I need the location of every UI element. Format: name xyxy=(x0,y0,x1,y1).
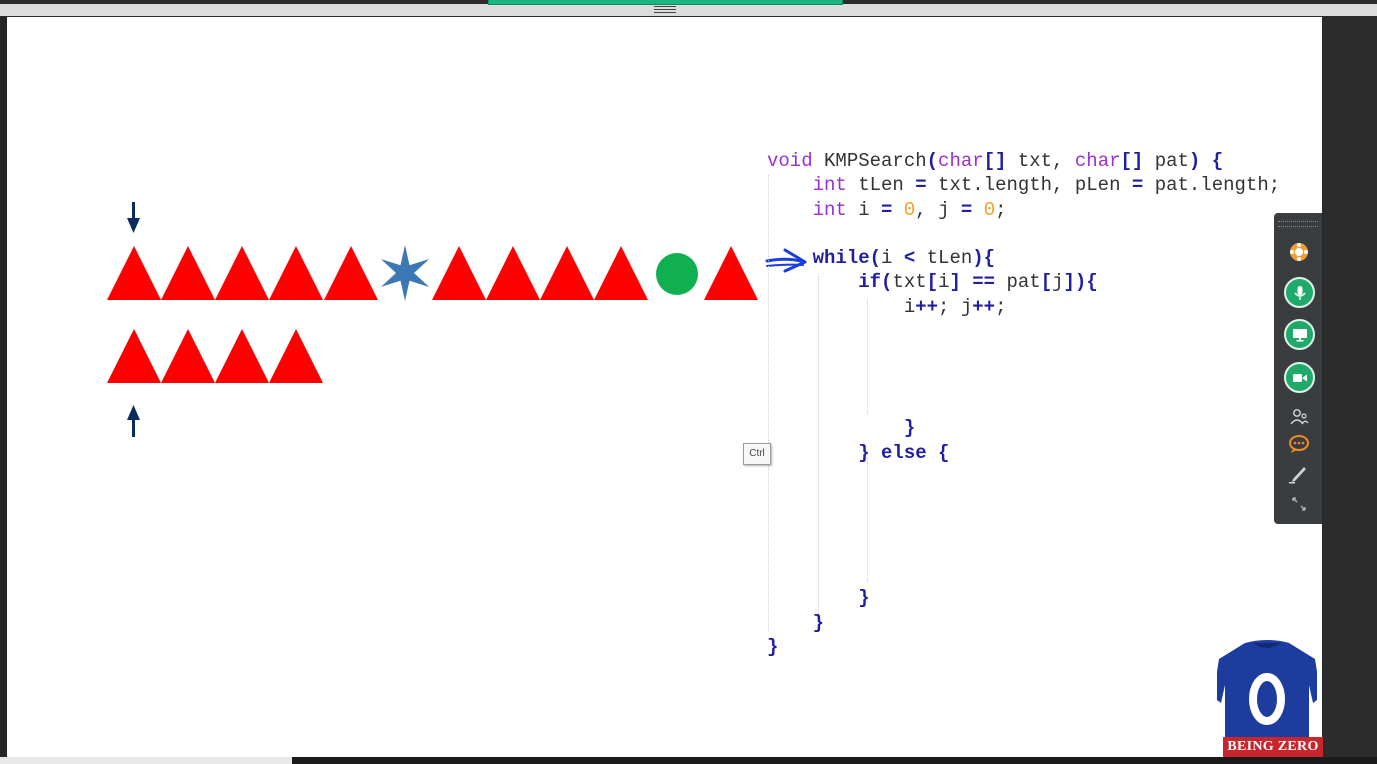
indent-guide xyxy=(867,457,868,582)
right-panel xyxy=(1323,17,1377,764)
bottom-bar xyxy=(0,757,1377,764)
code-line: void KMPSearch(char[] txt, char[] pat) { xyxy=(767,150,1224,172)
code-line xyxy=(767,513,1280,537)
triangle-shape xyxy=(540,246,594,300)
code-line: i++; j++; xyxy=(767,295,1007,318)
code-line: } xyxy=(767,635,779,658)
code-line xyxy=(767,343,1280,367)
pointer-arrow-bottom-icon xyxy=(127,405,140,437)
kmp-illustration xyxy=(107,202,807,437)
logo-label: BEING ZERO xyxy=(1223,737,1323,757)
indent-guide xyxy=(867,299,868,414)
expand-icon[interactable] xyxy=(1284,489,1314,519)
code-line: } xyxy=(812,611,825,634)
triangle-shape xyxy=(432,246,486,300)
toolbar-grip-icon[interactable] xyxy=(1278,221,1318,227)
code-line: int i = 0, j = 0; xyxy=(812,198,1007,221)
drag-handle-icon[interactable] xyxy=(654,6,676,13)
code-line: int tLen = txt.length, pLen = pat.length… xyxy=(812,174,1281,197)
meeting-toolbar xyxy=(1274,213,1322,524)
triangle-shape xyxy=(269,329,323,383)
ctrl-tooltip: Ctrl xyxy=(743,443,771,465)
triangle-shape xyxy=(107,246,161,300)
star-shape xyxy=(380,245,430,301)
code-line xyxy=(767,222,1280,246)
screen-share-tab[interactable] xyxy=(488,0,843,5)
pattern-shapes-row xyxy=(107,329,323,383)
pen-icon[interactable] xyxy=(1284,458,1314,488)
code-line xyxy=(767,538,1280,562)
circle-shape xyxy=(656,253,698,295)
microphone-icon[interactable] xyxy=(1284,277,1315,308)
bottom-left-strip xyxy=(0,757,292,764)
presentation-slide: void KMPSearch(char[] txt, char[] pat) {… xyxy=(7,17,1322,757)
code-line: if(txt[i] == pat[j]){ xyxy=(858,271,1098,294)
code-line xyxy=(767,392,1280,416)
triangle-shape xyxy=(161,329,215,383)
code-line: while(i < tLen){ xyxy=(812,247,996,270)
title-strip xyxy=(0,4,1377,16)
code-line: } xyxy=(858,587,870,610)
puzzle-icon[interactable] xyxy=(1284,237,1314,267)
being-zero-logo xyxy=(1213,637,1321,740)
screen-share-icon[interactable] xyxy=(1284,319,1315,350)
triangle-shape xyxy=(269,246,323,300)
triangle-shape xyxy=(107,329,161,383)
top-bar xyxy=(0,0,1377,17)
triangle-shape xyxy=(486,246,540,300)
indent-guide xyxy=(818,276,819,616)
text-shapes-row xyxy=(107,245,758,301)
code-line: } else { xyxy=(858,441,950,464)
code-line xyxy=(767,562,1280,586)
video-camera-icon[interactable] xyxy=(1284,362,1315,393)
indent-guide xyxy=(768,175,769,631)
triangle-shape xyxy=(594,246,648,300)
triangle-shape xyxy=(324,246,378,300)
pointer-arrow-top-icon xyxy=(127,202,140,233)
code-line xyxy=(767,319,1280,343)
triangle-shape xyxy=(215,329,269,383)
code-line xyxy=(767,489,1280,513)
current-line-pointer-icon xyxy=(765,248,807,273)
chat-icon[interactable] xyxy=(1284,429,1314,459)
code-line: } xyxy=(903,417,916,440)
triangle-shape xyxy=(704,246,758,300)
code-line xyxy=(767,368,1280,392)
triangle-shape xyxy=(215,246,269,300)
triangle-shape xyxy=(161,246,215,300)
code-block: void KMPSearch(char[] txt, char[] pat) {… xyxy=(767,149,1280,659)
code-line xyxy=(767,465,1280,489)
participants-icon[interactable] xyxy=(1284,402,1314,432)
